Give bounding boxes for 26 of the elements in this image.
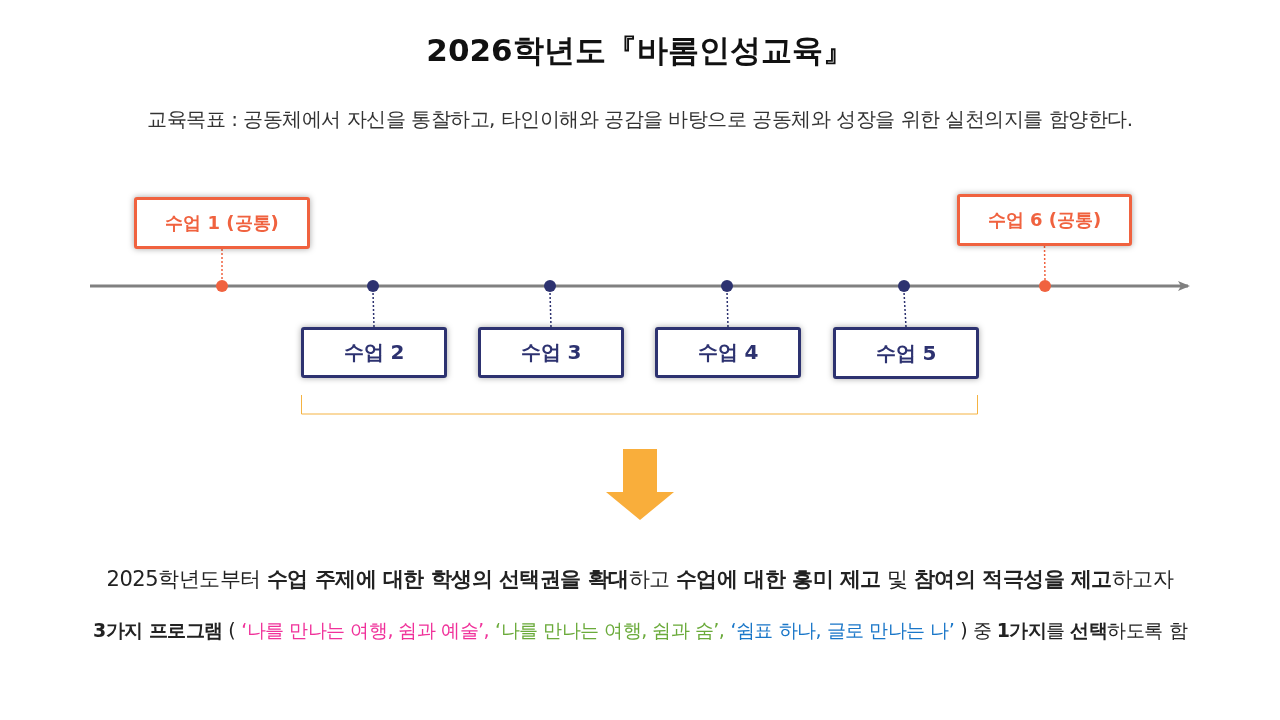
leader-line — [726, 291, 729, 328]
lesson-box: 수업 5 — [833, 327, 979, 379]
leader-line — [903, 291, 907, 328]
dot-marker — [898, 280, 910, 292]
objective-text: 교육목표 : 공동체에서 자신을 통찰하고, 타인이해와 공감을 바탕으로 공동체와 성장을 위한 실천의지를 함양한다. — [146, 106, 1134, 133]
common-lesson-box: 수업 6 (공통) — [957, 194, 1132, 246]
lesson-box: 수업 3 — [478, 327, 624, 378]
dot-marker — [367, 280, 379, 292]
title: 2026학년도『바롬인성교육』 — [425, 31, 855, 70]
leader-line — [549, 291, 552, 328]
program-title: ‘나를 만나는 여행, 쉼과 예술’, — [241, 619, 490, 641]
dot-marker — [721, 280, 733, 292]
leader-line — [1043, 245, 1046, 281]
dot-marker — [216, 280, 228, 292]
common-lesson-box: 수업 1 (공통) — [134, 197, 310, 249]
program-text: 3가지 프로그램 ( — [92, 619, 236, 641]
description-text: 2025학년도부터 수업 주제에 대한 학생의 선택권을 확대하고 수업에 대한 흥미 제고 및 참여의 적극성을 제고하고자 — [105, 566, 1175, 593]
program-title: ‘쉼표 하나, 글로 만나는 나’ — [730, 619, 955, 641]
program-title: ‘나를 만나는 여행, 쉼과 숨’, — [495, 619, 725, 641]
lesson-box: 수업 4 — [655, 327, 801, 378]
program-text: ) 중 1가지를 선택하도록 함 — [960, 619, 1188, 641]
leader-line — [221, 248, 223, 281]
dot-marker — [1039, 280, 1051, 292]
lesson-box: 수업 2 — [301, 327, 447, 378]
leader-line — [372, 291, 375, 328]
dot-marker — [544, 280, 556, 292]
